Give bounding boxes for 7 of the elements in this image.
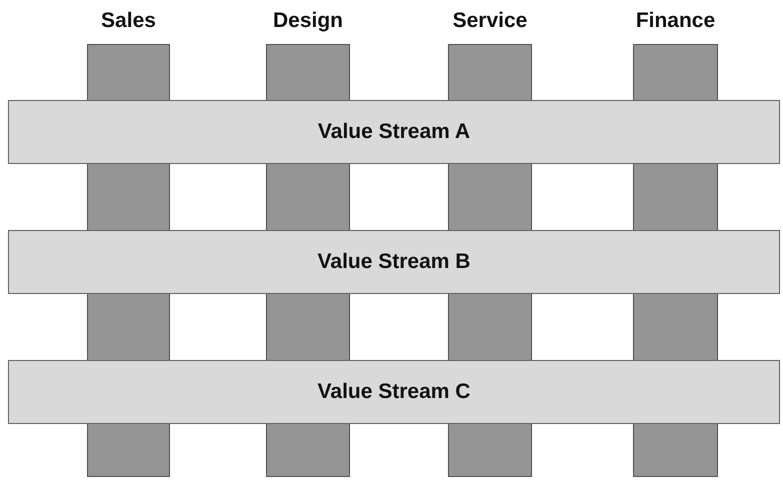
value-stream-band: Value Stream B — [8, 230, 780, 294]
value-stream-band: Value Stream A — [8, 100, 780, 164]
column-heading: Service — [452, 8, 528, 34]
column-heading: Sales — [100, 8, 157, 34]
column-heading: Design — [272, 8, 344, 34]
value-stream-band: Value Stream C — [8, 360, 780, 424]
column-heading: Finance — [634, 8, 716, 34]
